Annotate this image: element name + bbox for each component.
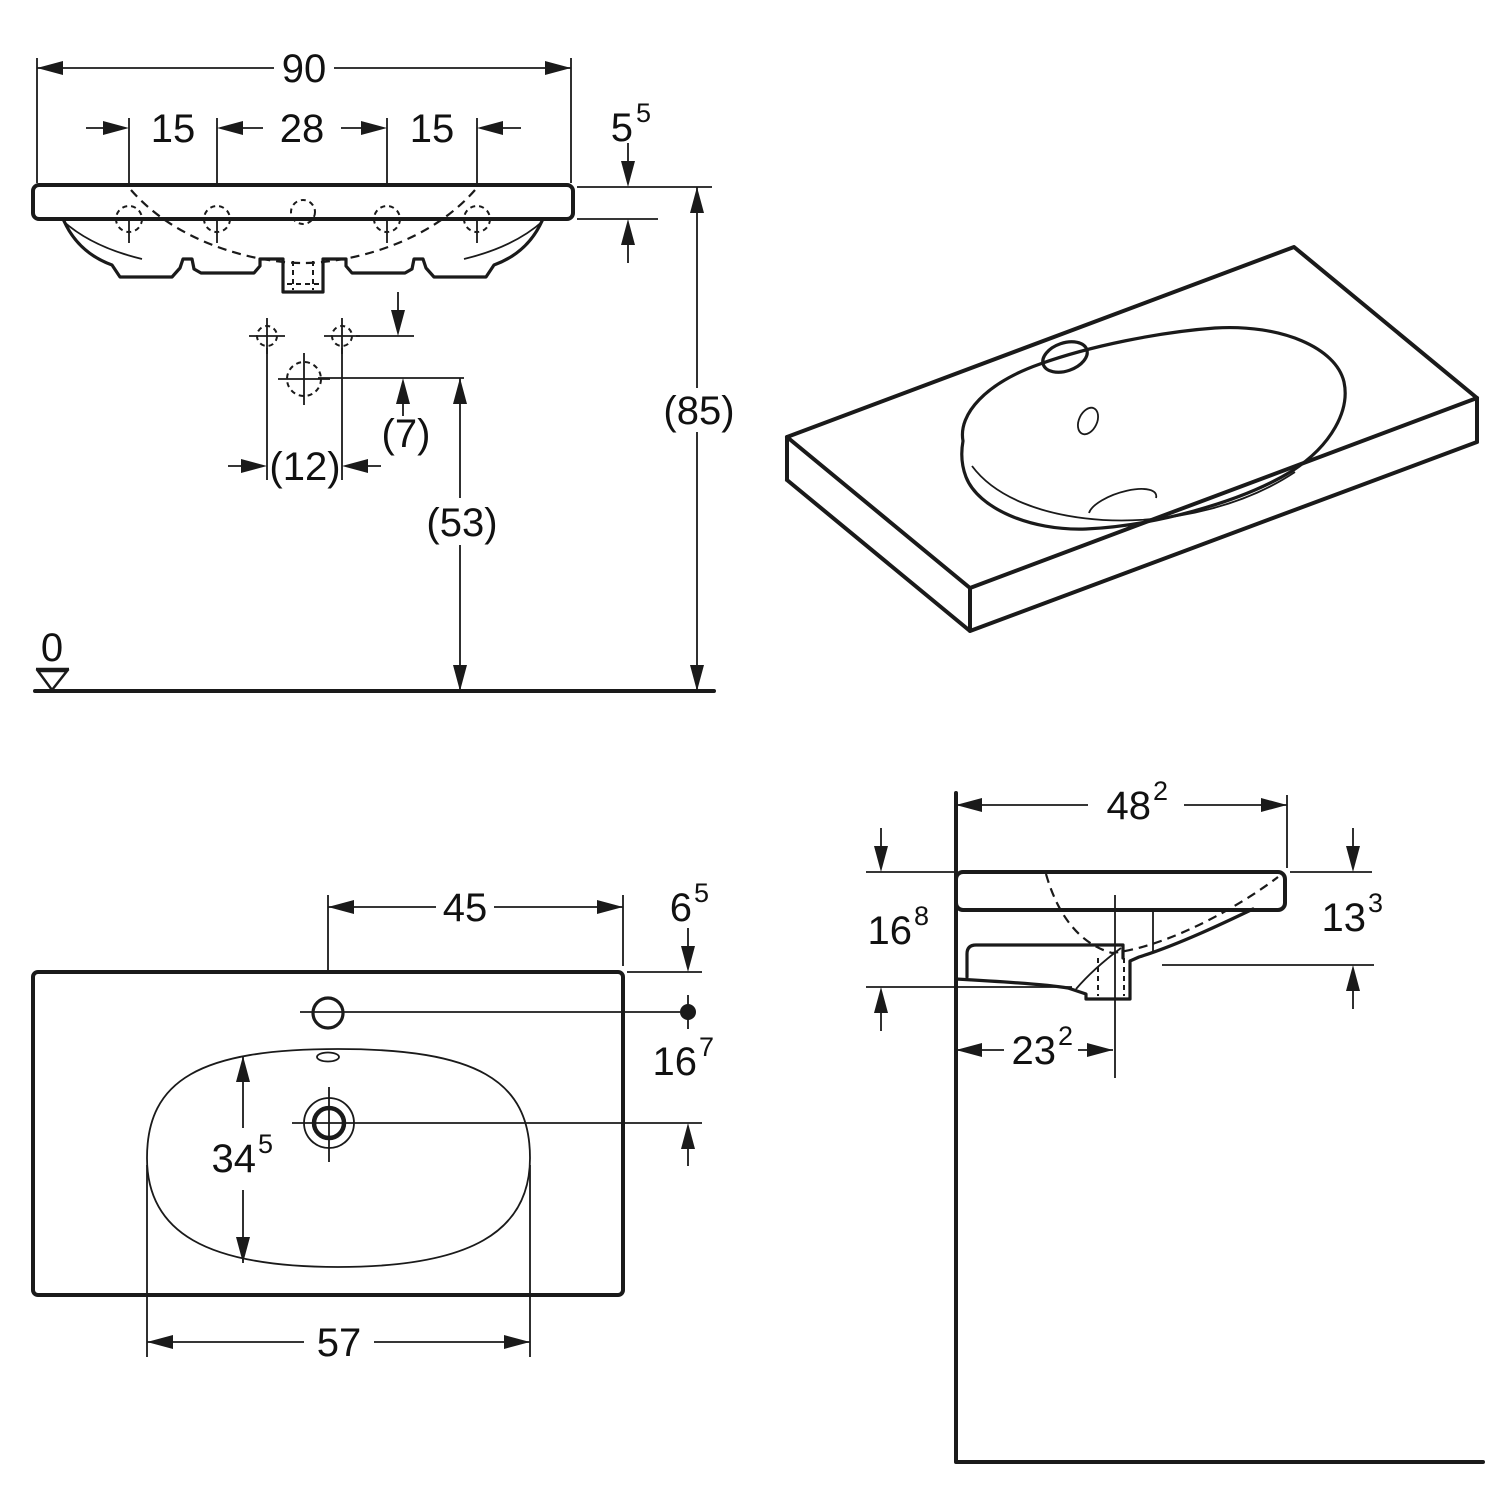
datum-marker: 0 bbox=[35, 626, 70, 693]
dim-height-at-front: 13 3 bbox=[1162, 828, 1383, 1009]
dim-label-height-front-sup: 3 bbox=[1368, 888, 1383, 918]
rim-section bbox=[954, 870, 1287, 912]
overflow-hole-plan bbox=[316, 1051, 340, 1063]
dim-label-spacing-center: 28 bbox=[280, 107, 325, 151]
basin-rim-front bbox=[31, 183, 575, 221]
isometric-view bbox=[785, 245, 1479, 633]
iso-top-face bbox=[785, 245, 1479, 590]
dim-label-tap-to-drain: 16 bbox=[653, 1040, 698, 1084]
dim-label-overall-depth-sup: 2 bbox=[1153, 776, 1168, 806]
dim-label-bowl-width: 57 bbox=[317, 1321, 362, 1365]
bowl-outline-plan bbox=[146, 1048, 531, 1268]
iso-tap-hole bbox=[1041, 340, 1089, 374]
iso-overflow-hole bbox=[1077, 406, 1099, 436]
dim-rim-height: (85) bbox=[663, 187, 735, 691]
dim-label-height-wall-sup: 8 bbox=[914, 901, 929, 931]
dim-bowl-depth: 34 5 bbox=[212, 1056, 273, 1263]
dim-siphon-below-fixing: (7) bbox=[318, 292, 464, 456]
fixing-bolt-detail bbox=[249, 318, 360, 480]
side-section-view: 48 2 16 8 13 bbox=[866, 776, 1485, 1464]
dim-label-spacing-left: 15 bbox=[151, 107, 196, 151]
dim-bowl-width: 57 bbox=[146, 1165, 531, 1365]
dim-label-rim-thickness: 5 bbox=[611, 106, 633, 150]
dim-label-tap-to-edge: 45 bbox=[443, 886, 488, 930]
tap-holes-front bbox=[108, 205, 498, 233]
iso-side-faces bbox=[785, 396, 1479, 633]
basin-underside-profile bbox=[62, 219, 544, 294]
drain-hole-plan bbox=[292, 1087, 380, 1162]
iso-drain-hole bbox=[1088, 488, 1158, 514]
dim-label-rim-height: (85) bbox=[663, 389, 734, 433]
dim-label-height-wall: 16 bbox=[868, 909, 913, 953]
dim-label-drain-to-wall-sup: 2 bbox=[1058, 1021, 1073, 1051]
dim-label-siphon-height: (53) bbox=[426, 501, 497, 545]
dim-label-tap-setback: 6 bbox=[670, 886, 692, 930]
dim-label-drain-to-wall: 23 bbox=[1012, 1029, 1057, 1073]
dim-rim-thickness: 5 5 bbox=[577, 98, 712, 263]
dim-label-bowl-depth-sup: 5 bbox=[258, 1129, 273, 1159]
dim-label-bolt-spacing: (12) bbox=[269, 445, 340, 489]
tap-hole-plan bbox=[300, 996, 680, 1030]
dim-drain-to-wall: 23 2 bbox=[956, 1021, 1113, 1073]
iso-basin-inner-edge bbox=[971, 465, 1296, 522]
hidden-bowl-curve-side bbox=[1044, 873, 1279, 955]
dim-overall-depth: 48 2 bbox=[956, 776, 1288, 868]
dim-label-overall-depth: 48 bbox=[1107, 784, 1152, 828]
dim-label-bowl-depth: 34 bbox=[212, 1137, 257, 1181]
dim-tap-setback: 6 5 bbox=[627, 878, 709, 973]
dim-tap-to-drain: 16 7 bbox=[380, 995, 714, 1166]
dim-label-tap-setback-sup: 5 bbox=[694, 878, 709, 908]
datum-label: 0 bbox=[41, 626, 63, 670]
front-elevation-view: 90 15 28 15 bbox=[31, 47, 735, 693]
overflow-hole-front bbox=[290, 199, 316, 225]
plan-view: 45 6 5 16 7 bbox=[31, 878, 714, 1365]
dim-label-rim-thickness-sup: 5 bbox=[636, 98, 651, 128]
dim-siphon-height: (53) bbox=[426, 378, 498, 691]
dim-label-siphon-offset: (7) bbox=[382, 412, 431, 456]
dim-bolt-spacing: (12) bbox=[228, 445, 381, 489]
hidden-bowl-curve bbox=[130, 189, 476, 265]
iso-basin-rim bbox=[960, 325, 1347, 531]
dim-label-spacing-right: 15 bbox=[410, 107, 455, 151]
dim-label-tap-to-drain-sup: 7 bbox=[699, 1032, 714, 1062]
bowl-underside-side bbox=[954, 895, 1255, 1078]
dim-label-height-front: 13 bbox=[1322, 896, 1367, 940]
dim-height-at-wall: 16 8 bbox=[866, 828, 1072, 1031]
dim-tap-hole-spacing: 15 28 15 bbox=[86, 107, 521, 243]
dim-label-overall-width: 90 bbox=[282, 47, 327, 91]
dim-overall-width: 90 bbox=[36, 47, 572, 183]
